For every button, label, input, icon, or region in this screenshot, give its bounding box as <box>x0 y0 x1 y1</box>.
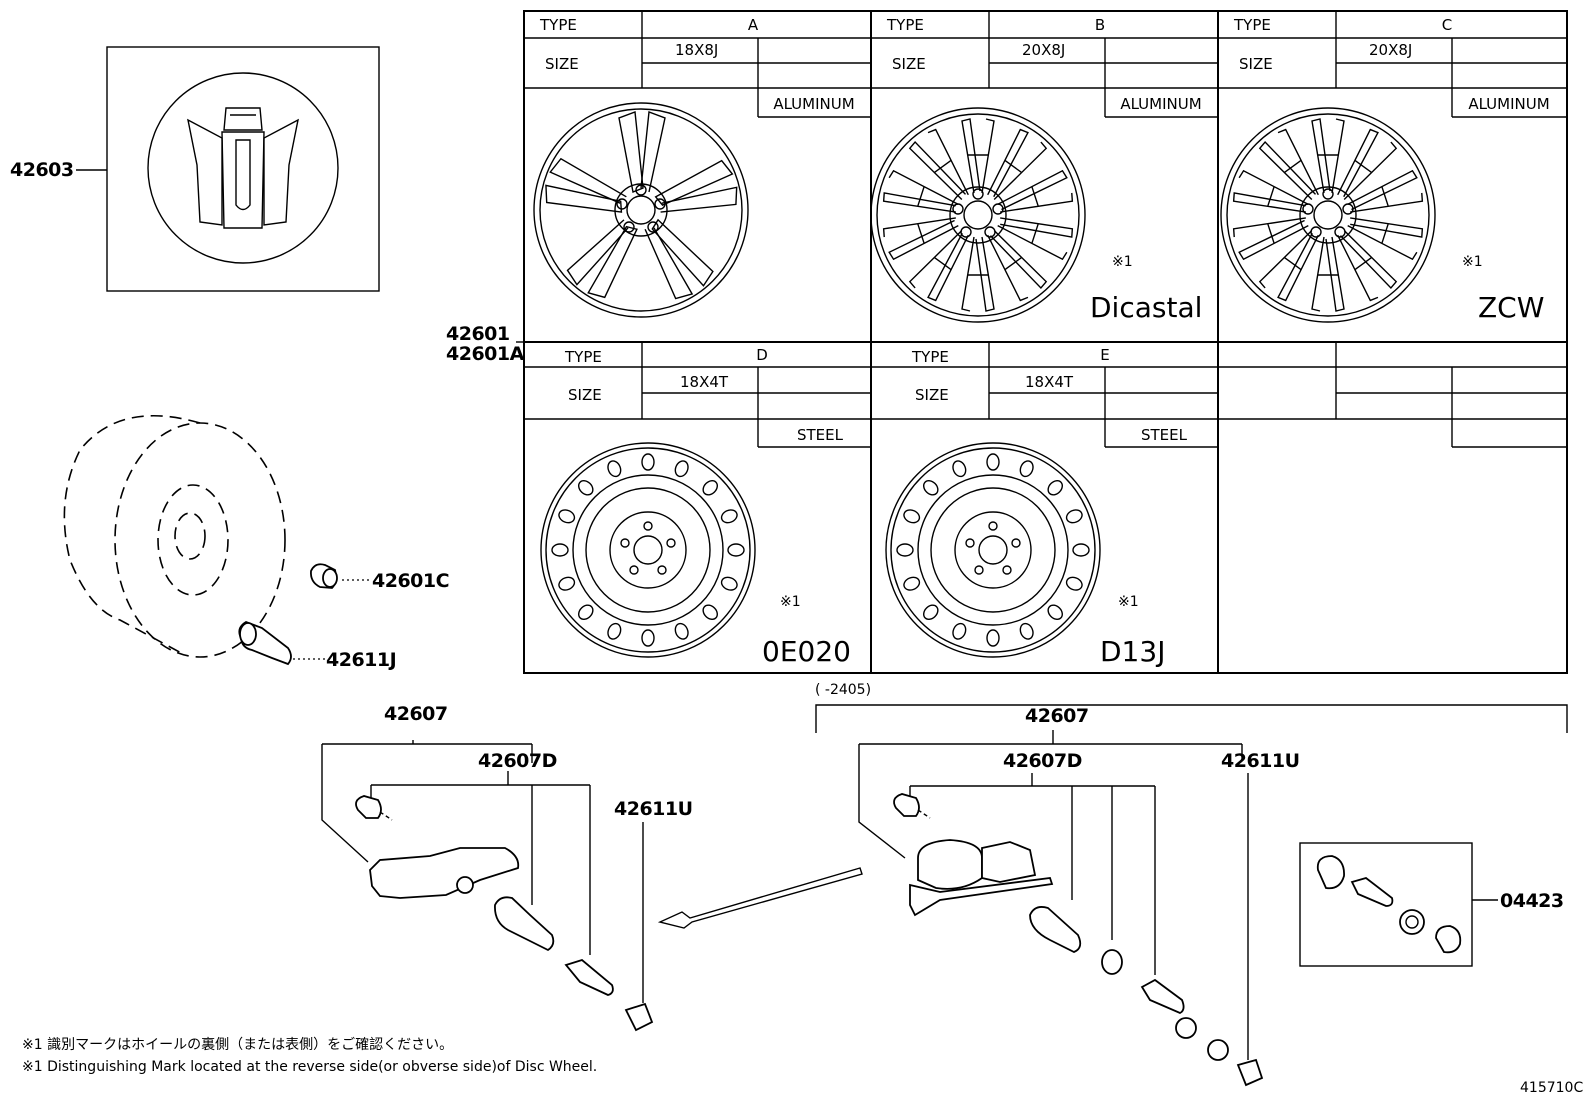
part-42611J-label: 42611J <box>326 649 396 671</box>
material-e: STEEL <box>1141 426 1188 444</box>
part-42601-label: 42601 <box>446 323 510 345</box>
type-b: B <box>1095 16 1105 34</box>
mark-c: ※1 <box>1462 254 1483 270</box>
wheel-table <box>523 10 1568 674</box>
code-b: Dicastal <box>1090 291 1202 324</box>
wheel-d-drawing <box>540 442 756 658</box>
repair-kit-box <box>1299 842 1473 967</box>
diagram-id: 415710C <box>1520 1080 1583 1096</box>
size-a: 18X8J <box>675 41 718 59</box>
part-42611U-right-label: 42611U <box>1221 750 1300 772</box>
material-d: STEEL <box>797 426 844 444</box>
type-header-a: TYPE <box>539 16 577 34</box>
mark-b: ※1 <box>1112 254 1133 270</box>
ornament-box <box>106 46 380 292</box>
size-header-a: SIZE <box>545 55 579 73</box>
part-42607-left-label: 42607 <box>384 703 448 725</box>
part-04423-label: 04423 <box>1500 890 1564 912</box>
part-42601C-label: 42601C <box>372 570 449 592</box>
part-42607D-left-label: 42607D <box>478 750 557 772</box>
range-label: ( -2405) <box>815 682 871 698</box>
tire-drawing <box>63 414 286 658</box>
code-d: 0E020 <box>762 635 851 668</box>
wheel-e-drawing <box>885 442 1101 658</box>
part-42603-label: 42603 <box>10 159 74 181</box>
part-42601A-label: 42601A <box>446 343 525 365</box>
size-e: 18X4T <box>1025 373 1074 391</box>
type-header-e: TYPE <box>911 348 949 366</box>
type-header-d: TYPE <box>564 348 602 366</box>
valve-stem-42611J <box>238 621 292 666</box>
size-header-b: SIZE <box>892 55 926 73</box>
material-a: ALUMINUM <box>773 95 854 113</box>
type-header-b: TYPE <box>886 16 924 34</box>
mark-e: ※1 <box>1118 594 1139 610</box>
size-header-c: SIZE <box>1239 55 1273 73</box>
size-d: 18X4T <box>680 373 729 391</box>
wheel-c-drawing <box>1220 107 1436 323</box>
type-a: A <box>748 16 759 34</box>
part-42611U-left-label: 42611U <box>614 798 693 820</box>
mark-d: ※1 <box>780 594 801 610</box>
wheel-b-drawing <box>870 107 1086 323</box>
sensor-left-drawing <box>355 795 654 1032</box>
material-c: ALUMINUM <box>1468 95 1549 113</box>
size-b: 20X8J <box>1022 41 1065 59</box>
type-d: D <box>756 346 768 364</box>
note-english: ※1 Distinguishing Mark located at the re… <box>22 1059 597 1075</box>
size-c: 20X8J <box>1369 41 1412 59</box>
size-header-d: SIZE <box>568 386 602 404</box>
size-header-e: SIZE <box>915 386 949 404</box>
material-b: ALUMINUM <box>1120 95 1201 113</box>
note-japanese: ※1 識別マークはホイールの裏側（または表側）をご確認ください。 <box>22 1036 453 1053</box>
wheel-a-drawing <box>533 102 749 318</box>
part-42607D-right-label: 42607D <box>1003 750 1082 772</box>
code-e: D13J <box>1100 635 1165 668</box>
type-header-c: TYPE <box>1233 16 1271 34</box>
sensor-right-drawing <box>893 793 1264 1087</box>
type-e: E <box>1100 346 1109 364</box>
valve-cap-42601C <box>310 563 338 589</box>
code-c: ZCW <box>1478 291 1544 324</box>
type-c: C <box>1442 16 1452 34</box>
part-42607-right-label: 42607 <box>1025 705 1089 727</box>
